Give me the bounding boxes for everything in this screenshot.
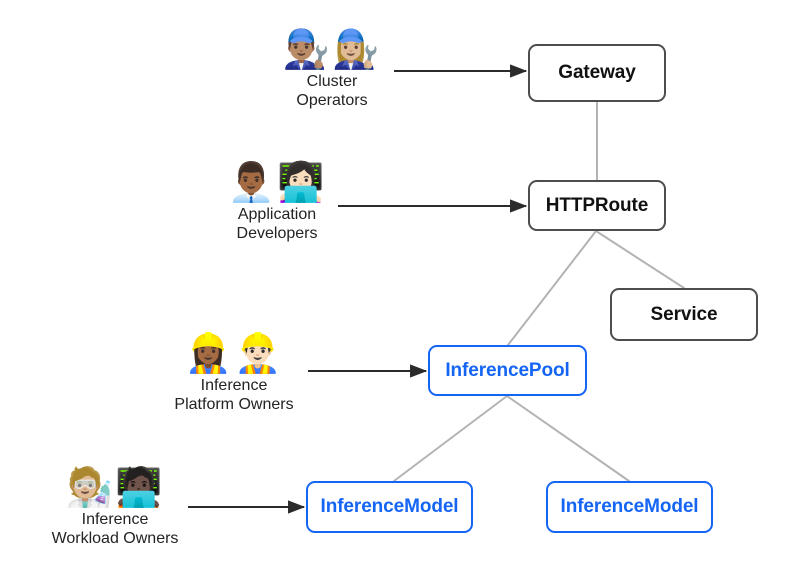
persona-avatars-icon: 👨🏽‍🔧👩🏼‍🔧 — [282, 27, 382, 71]
persona-inference-workload-owners: 🧑🏼‍🔬🧑🏿‍💻Inference Workload Owners — [51, 468, 179, 549]
node-label: InferenceModel — [560, 496, 699, 517]
node-inferencemodel2[interactable]: InferenceModel — [546, 481, 713, 533]
node-label: Service — [650, 303, 718, 325]
node-service[interactable]: Service — [610, 288, 758, 341]
persona-avatars-icon: 🧑🏼‍🔬🧑🏿‍💻 — [65, 465, 165, 509]
persona-arrows — [188, 64, 528, 514]
node-label: InferenceModel — [320, 496, 459, 517]
node-httproute[interactable]: HTTPRoute — [528, 180, 666, 231]
persona-label: Inference Workload Owners — [51, 511, 179, 547]
persona-avatars-icon: 👨🏾‍💼👩🏻‍💻 — [227, 160, 327, 204]
node-label: InferencePool — [445, 359, 570, 381]
node-inferencemodel1[interactable]: InferenceModel — [306, 481, 473, 533]
connector-inferencepool-to-inferencemodel-1 — [393, 395, 508, 482]
persona-avatars-icon: 👷🏾‍♀️👷🏻‍♂️ — [184, 331, 284, 375]
persona-label: Application Developers — [236, 206, 318, 242]
node-label: HTTPRoute — [545, 194, 649, 216]
connector-httproute-to-service — [595, 230, 685, 289]
connector-inferencepool-to-inferencemodel-2 — [506, 395, 630, 482]
connector-httproute-to-inferencepool — [507, 230, 597, 346]
persona-inference-platform-owners: 👷🏾‍♀️👷🏻‍♂️Inference Platform Owners — [170, 334, 298, 415]
persona-label: Cluster Operators — [296, 73, 368, 109]
node-inferencepool[interactable]: InferencePool — [428, 345, 587, 396]
persona-application-developers: 👨🏾‍💼👩🏻‍💻Application Developers — [216, 163, 338, 244]
persona-cluster-operators: 👨🏽‍🔧👩🏼‍🔧Cluster Operators — [271, 30, 393, 111]
node-gateway[interactable]: Gateway — [528, 44, 666, 102]
node-label: Gateway — [558, 62, 636, 83]
persona-label: Inference Platform Owners — [174, 377, 294, 413]
